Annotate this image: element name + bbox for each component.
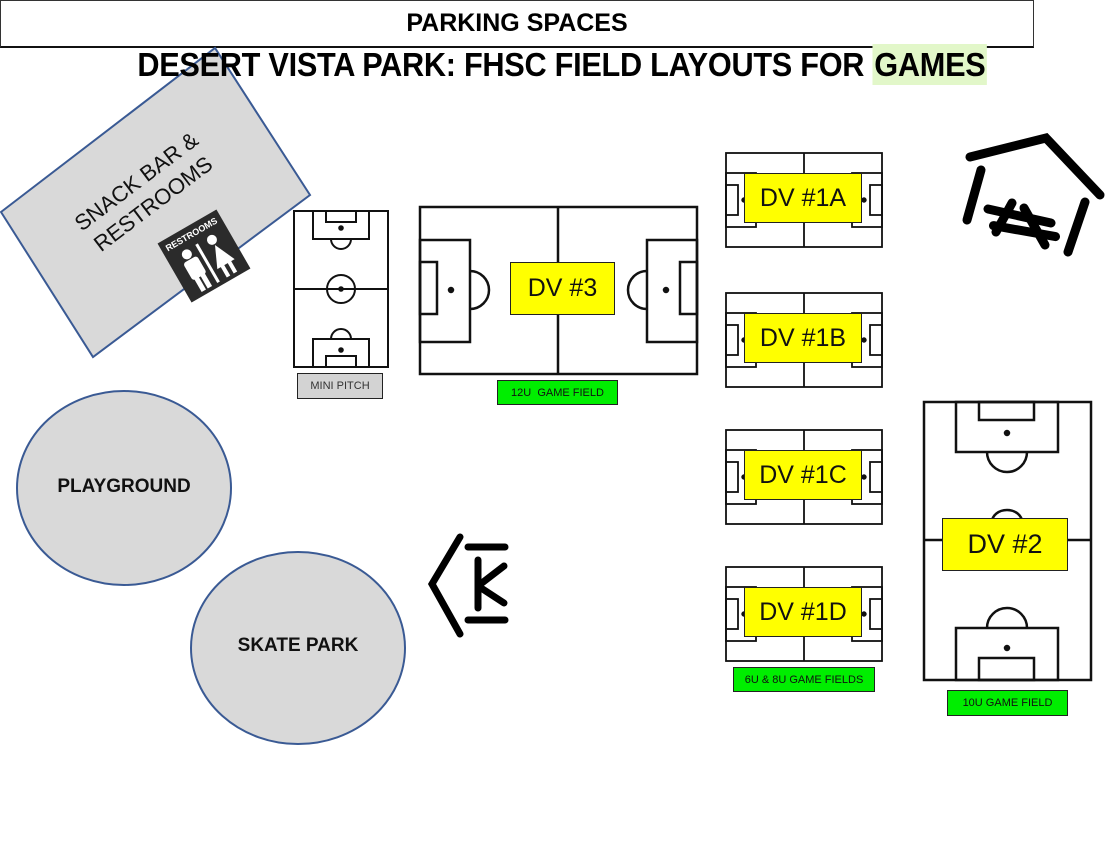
dv3-game-label: 12U GAME FIELD — [497, 380, 618, 405]
dv1d-name[interactable]: DV #1D — [744, 587, 862, 637]
playground-label: PLAYGROUND — [57, 476, 191, 497]
dv3-field[interactable] — [418, 205, 699, 376]
title-highlight: GAMES — [872, 44, 988, 85]
dv2-name[interactable]: DV #2 — [942, 518, 1068, 571]
snack-bar-building[interactable] — [0, 46, 312, 359]
dv1-game-label: 6U & 8U GAME FIELDS — [733, 667, 875, 692]
parking-area[interactable]: PARKING SPACES — [0, 0, 1034, 48]
restroom-sign-icon: RESTROOMS — [157, 209, 251, 303]
dv1a-name[interactable]: DV #1A — [744, 173, 862, 223]
dv2-game-label: 10U GAME FIELD — [947, 690, 1068, 716]
playground-area[interactable] — [16, 390, 232, 586]
dv3-name[interactable]: DV #3 — [510, 262, 615, 315]
dv1b-name[interactable]: DV #1B — [744, 313, 862, 363]
dv1c-name[interactable]: DV #1C — [744, 450, 862, 500]
skate-park-area[interactable] — [190, 551, 406, 745]
page-title: DESERT VISTA PARK: FHSC FIELD LAYOUTS FO… — [39, 44, 1085, 85]
mini-pitch-label: MINI PITCH — [297, 373, 383, 399]
title-main: DESERT VISTA PARK: FHSC FIELD LAYOUTS FO… — [137, 46, 873, 83]
picnic-shelter-icon — [962, 132, 1105, 257]
picnic-shelter-icon — [427, 533, 509, 638]
mini-pitch-field[interactable] — [293, 210, 389, 368]
skate-park-label: SKATE PARK — [237, 635, 359, 656]
